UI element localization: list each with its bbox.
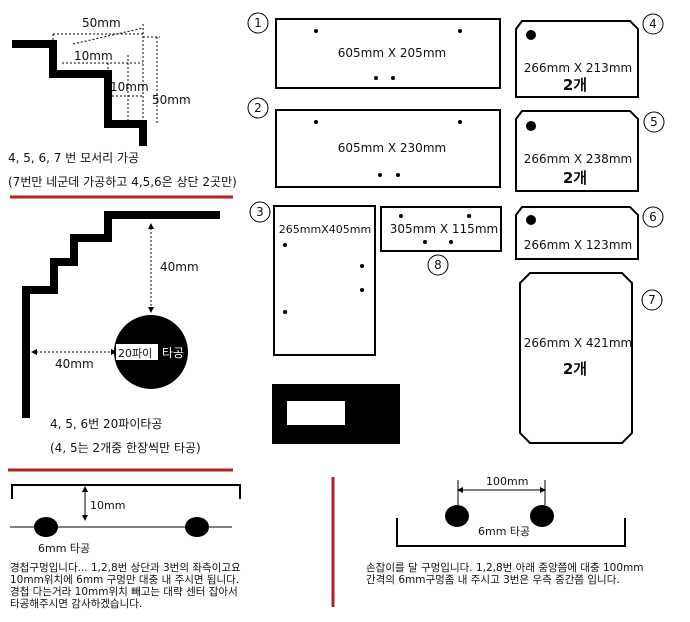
panel-number: 8 [434, 258, 442, 272]
handle-note: 손잡이를 달 구멍입니다. 1,2,8번 아래 중앙쯤에 대충 100mm간격의… [366, 562, 644, 586]
panel-outline [275, 109, 501, 188]
corner-detail: 50mm 10mm 10mm 50mm 4, 5, 6, 7 번 모서리 가공 … [8, 16, 237, 199]
dim-label-vertical: 40mm [160, 260, 199, 274]
handle-hole-left [445, 505, 469, 527]
hole-label: 6mm 타공 [38, 542, 90, 555]
hinge-hole [467, 214, 471, 218]
handle-hole-detail: 100mm 6mm 타공 [396, 475, 626, 547]
panel-4: 266mm X 213mm 2개 4 [515, 13, 664, 98]
hinge-hole [399, 214, 403, 218]
panel-number-circle [247, 12, 269, 34]
panel-outline [273, 205, 376, 356]
board-edge [396, 518, 626, 547]
panel-6: 266mm X 123mm 6 [515, 206, 664, 260]
panel-size: 605mm X 205mm [338, 46, 446, 60]
corner-caption-note: (7번만 네군데 가공하고 4,5,6은 상단 2곳만) [8, 175, 237, 189]
panel-outline [515, 110, 639, 192]
hole-20-pie [526, 215, 536, 225]
handle-hole [423, 240, 427, 244]
panel-quantity: 2개 [563, 169, 587, 187]
handle-hole [391, 76, 395, 80]
panel-size: 266mm X 213mm [524, 61, 632, 75]
panel-size: 265mmX405mm [279, 223, 371, 236]
hole-label: 20파이 [118, 347, 152, 360]
panel-number-circle [643, 111, 665, 133]
panel-number-circle [641, 289, 663, 311]
hole-label-suffix: 타공 [162, 346, 184, 360]
panel-outline [519, 272, 633, 444]
corner-caption: 4, 5, 6, 7 번 모서리 가공 [8, 151, 139, 165]
handle-hole-right [530, 505, 554, 527]
panel-number: 7 [648, 293, 656, 307]
dim-label: 10mm [90, 499, 125, 512]
handle-block [272, 384, 400, 444]
handle-hole [396, 173, 400, 177]
hole-label: 6mm 타공 [478, 525, 530, 538]
panel-number: 1 [254, 16, 262, 30]
handle-block-inner [287, 401, 345, 425]
panel-number: 2 [254, 101, 262, 115]
hinge-hole [283, 310, 287, 314]
panel-number-circle [642, 206, 664, 228]
panel-number-circle [642, 13, 664, 35]
hole-20-pie [526, 30, 536, 40]
handle-hole [360, 288, 364, 292]
panel-size: 605mm X 230mm [338, 141, 446, 155]
handle-hole [360, 264, 364, 268]
hinge-hole-detail: 10mm 6mm 타공 [10, 484, 241, 555]
dim-label-50-side: 50mm [152, 93, 191, 107]
dim-label-50-top: 50mm [82, 16, 121, 30]
handle-hole [374, 76, 378, 80]
hinge-hole [283, 243, 287, 247]
dim-label-horizontal: 40mm [55, 357, 94, 371]
panel-number-circle [249, 201, 271, 223]
panel-size: 266mm X 123mm [524, 238, 632, 252]
panel-number: 5 [650, 115, 658, 129]
hole-20-pie [526, 121, 536, 131]
hinge-hole [314, 120, 318, 124]
panel-number: 4 [649, 17, 657, 31]
panel-number-circle [247, 97, 269, 119]
hinge-note: 경첩구멍입니다... 1,2,8번 상단과 3번의 좌측이고요 10mm위치에 … [10, 562, 241, 610]
dim-label-10-b: 10mm [110, 80, 149, 94]
panel-quantity: 2개 [563, 76, 587, 94]
panel-number: 6 [649, 210, 657, 224]
hinge-hole [314, 29, 318, 33]
panel-1: 1 605mm X 205mm [247, 12, 501, 89]
hinge-hole [458, 29, 462, 33]
hole-caption: 4, 5, 6번 20파이타공 [50, 417, 162, 431]
panel-5: 266mm X 238mm 2개 5 [515, 110, 665, 192]
panel-outline [515, 206, 639, 260]
panel-size: 266mm X 238mm [524, 152, 632, 166]
dim-label-10-a: 10mm [74, 49, 113, 63]
panel-outline [275, 18, 501, 89]
panel-size: 266mm X 421mm [524, 336, 632, 350]
board-edge [11, 484, 241, 499]
dim-label: 100mm [486, 475, 528, 488]
panel-outline [515, 20, 639, 98]
hinge-hole [458, 120, 462, 124]
handle-hole [449, 240, 453, 244]
hinge-hole-left [34, 517, 58, 537]
panel-3: 3 265mmX405mm [249, 201, 376, 356]
panel-number: 3 [256, 205, 264, 219]
stepped-edge-profile [22, 211, 220, 418]
panel-8: 305mm X 115mm 8 [380, 206, 502, 276]
hole-caption-note: (4, 5는 2개중 한장씩만 타공) [50, 441, 201, 455]
panel-outline [380, 206, 502, 252]
panel-2: 2 605mm X 230mm [247, 97, 501, 188]
panel-7: 266mm X 421mm 2개 7 [519, 272, 663, 444]
handle-hole [378, 173, 382, 177]
panel-size: 305mm X 115mm [390, 222, 498, 236]
hole-detail: 40mm 40mm 20파이 타공 4, 5, 6번 20파이타공 (4, 5는… [8, 211, 233, 472]
panel-number-circle [427, 254, 449, 276]
panel-quantity: 2개 [563, 360, 587, 378]
hinge-hole-right [185, 517, 209, 537]
